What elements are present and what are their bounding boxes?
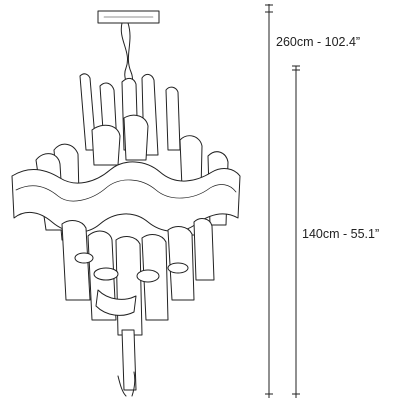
chandelier-glass-ribbons — [11, 73, 241, 397]
overall-height-label: 260cm - 102.4” — [276, 35, 361, 49]
body-height-label: 140cm - 55.1” — [302, 227, 380, 241]
